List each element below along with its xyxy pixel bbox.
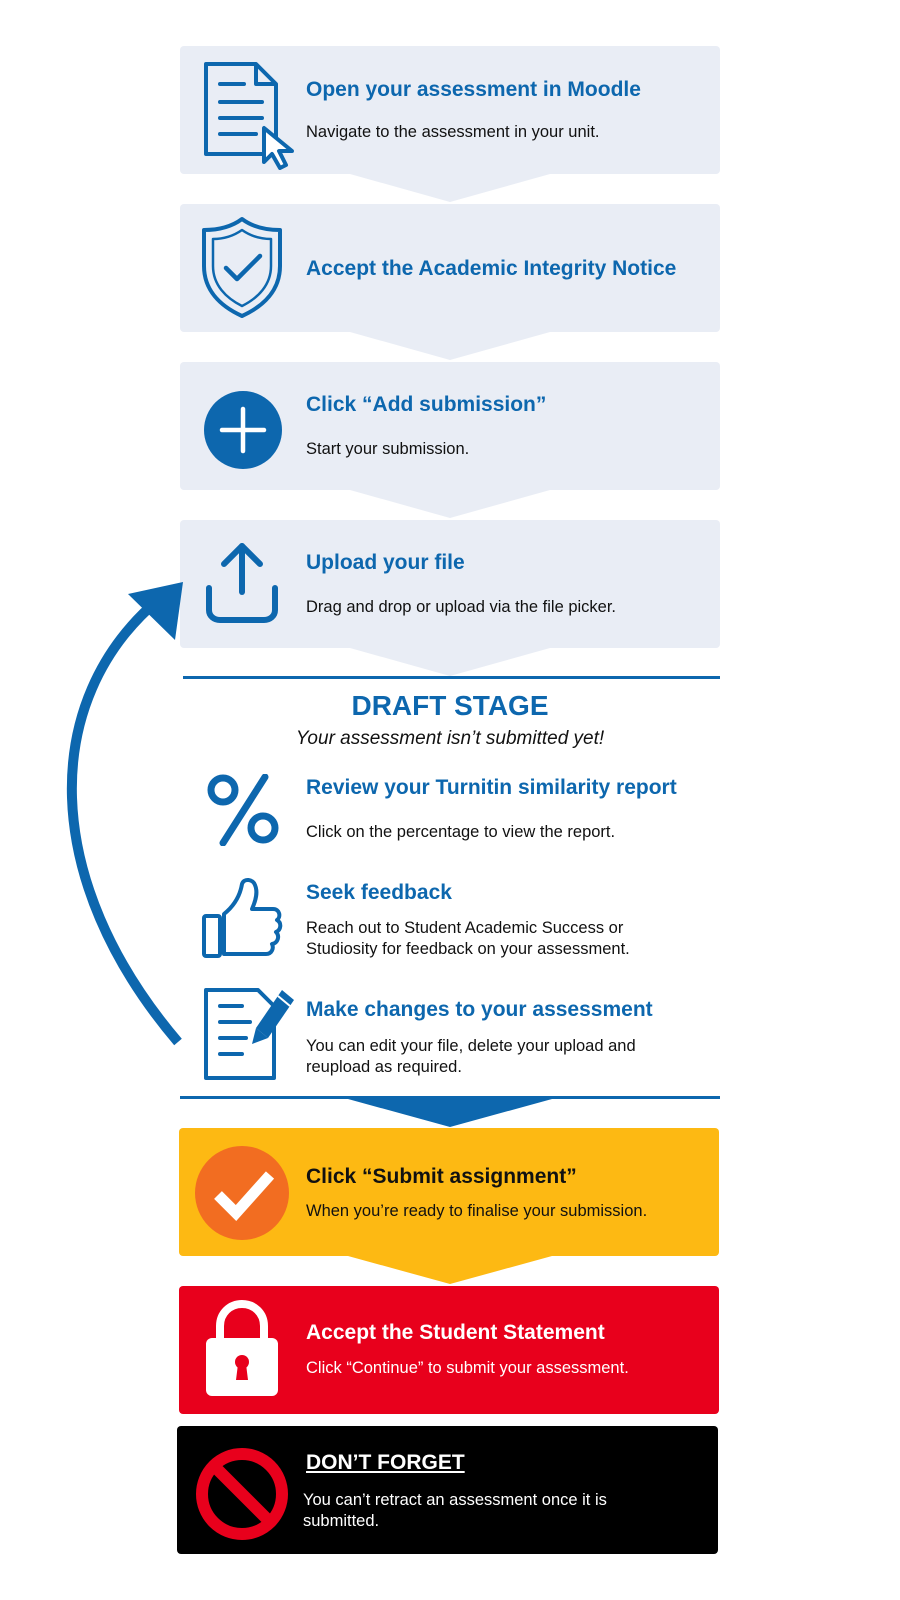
- step-description: Start your submission.: [306, 440, 470, 458]
- draft-item-description: Reach out to Student Academic Success or…: [306, 919, 630, 958]
- draft-stage-heading: DRAFT STAGE: [351, 690, 549, 721]
- flow-connector: [350, 490, 550, 518]
- prohibited-icon: [196, 1448, 288, 1540]
- draft-item-title: Make changes to your assessment: [306, 998, 653, 1021]
- thumbs-up-icon: [202, 878, 283, 958]
- warning-description: You can’t retract an assessment once it …: [303, 1491, 607, 1530]
- flow-connector: [350, 332, 550, 360]
- step-title: Accept the Academic Integrity Notice: [306, 257, 677, 280]
- step-upload-file: [180, 520, 720, 648]
- upload-icon: [206, 543, 278, 623]
- draft-item-description: You can edit your file, delete your uplo…: [306, 1037, 636, 1076]
- submit-description: When you’re ready to finalise your submi…: [306, 1202, 648, 1220]
- warning-box: [177, 1426, 718, 1554]
- document-edit-icon: [204, 988, 294, 1080]
- statement-title: Accept the Student Statement: [306, 1321, 605, 1344]
- flow-connector: [348, 1256, 552, 1284]
- document-cursor-icon: [204, 62, 294, 170]
- draft-stage-subheading: Your assessment isn’t submitted yet!: [295, 728, 605, 749]
- percent-icon: [207, 774, 279, 846]
- step-title: Click “Add submission”: [306, 393, 547, 416]
- draft-stage-top-rule: [183, 676, 720, 679]
- submit-title: Click “Submit assignment”: [306, 1165, 577, 1188]
- checkmark-circle-icon: [195, 1146, 289, 1240]
- plus-circle-icon: [204, 391, 282, 469]
- draft-item-description: Click on the percentage to view the repo…: [306, 823, 616, 841]
- step-description: Drag and drop or upload via the file pic…: [306, 598, 617, 616]
- statement-description: Click “Continue” to submit your assessme…: [306, 1359, 629, 1377]
- step-description: Navigate to the assessment in your unit.: [306, 123, 600, 141]
- draft-item-title: Seek feedback: [306, 881, 452, 904]
- flow-connector: [350, 174, 550, 202]
- flow-connector: [348, 1099, 552, 1127]
- flow-connector: [350, 648, 550, 676]
- draft-stage-bottom-rule: [180, 1096, 720, 1099]
- step-title: Upload your file: [306, 551, 465, 574]
- warning-title: DON’T FORGET: [306, 1451, 465, 1474]
- draft-item-title: Review your Turnitin similarity report: [306, 776, 677, 799]
- step-title: Open your assessment in Moodle: [306, 78, 641, 101]
- padlock-icon: [206, 1300, 278, 1396]
- shield-check-icon: [202, 217, 282, 318]
